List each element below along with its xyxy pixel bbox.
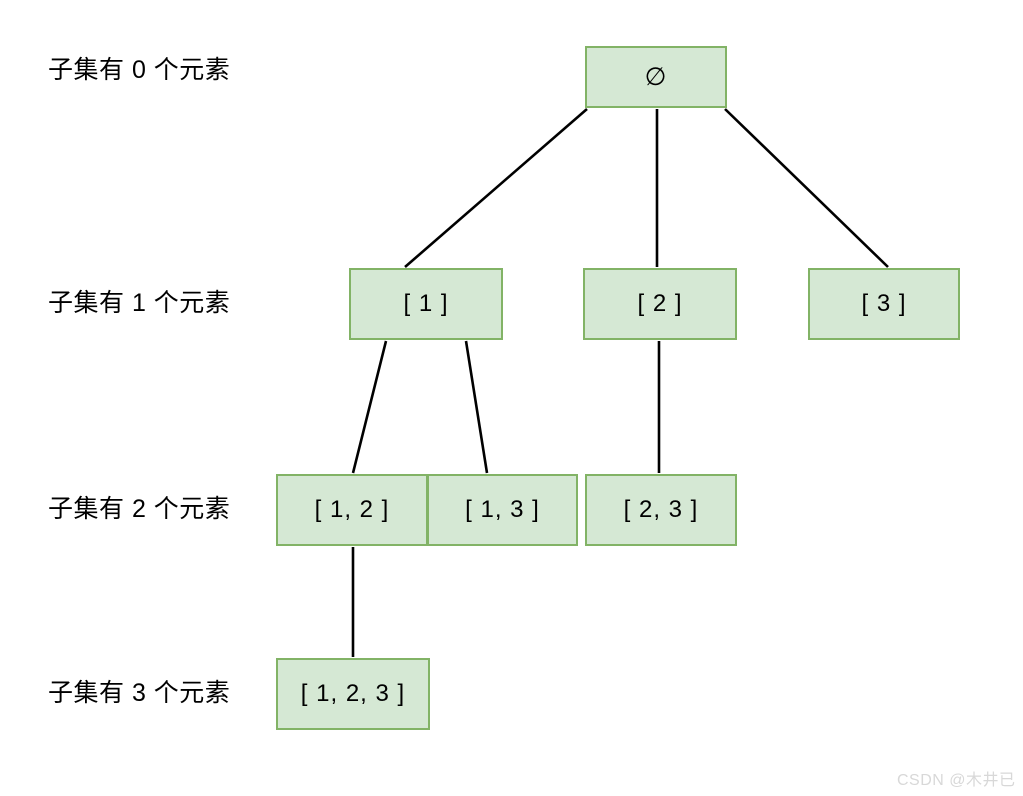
tree-node-n1[interactable]: [ 1 ] [349,268,503,340]
row-label-level-0: 子集有 0 个元素 [48,56,231,84]
tree-node-n13[interactable]: [ 1, 3 ] [427,474,578,546]
tree-edge-n1-to-n12 [351,340,388,474]
row-label-level-2: 子集有 2 个元素 [48,495,231,523]
tree-node-n2[interactable]: [ 2 ] [583,268,737,340]
tree-node-n23[interactable]: [ 2, 3 ] [585,474,737,546]
tree-edge-n1-to-n13 [464,340,489,474]
row-label-level-3: 子集有 3 个元素 [48,679,231,707]
tree-node-root[interactable]: ∅ [585,46,727,108]
tree-node-n123[interactable]: [ 1, 2, 3 ] [276,658,430,730]
tree-node-n12[interactable]: [ 1, 2 ] [276,474,428,546]
tree-edge-root-to-n1 [404,108,588,268]
csdn-watermark: CSDN @木井已 [897,772,1016,789]
tree-node-n3[interactable]: [ 3 ] [808,268,960,340]
tree-edge-root-to-n3 [724,108,889,268]
row-label-level-1: 子集有 1 个元素 [48,289,231,317]
